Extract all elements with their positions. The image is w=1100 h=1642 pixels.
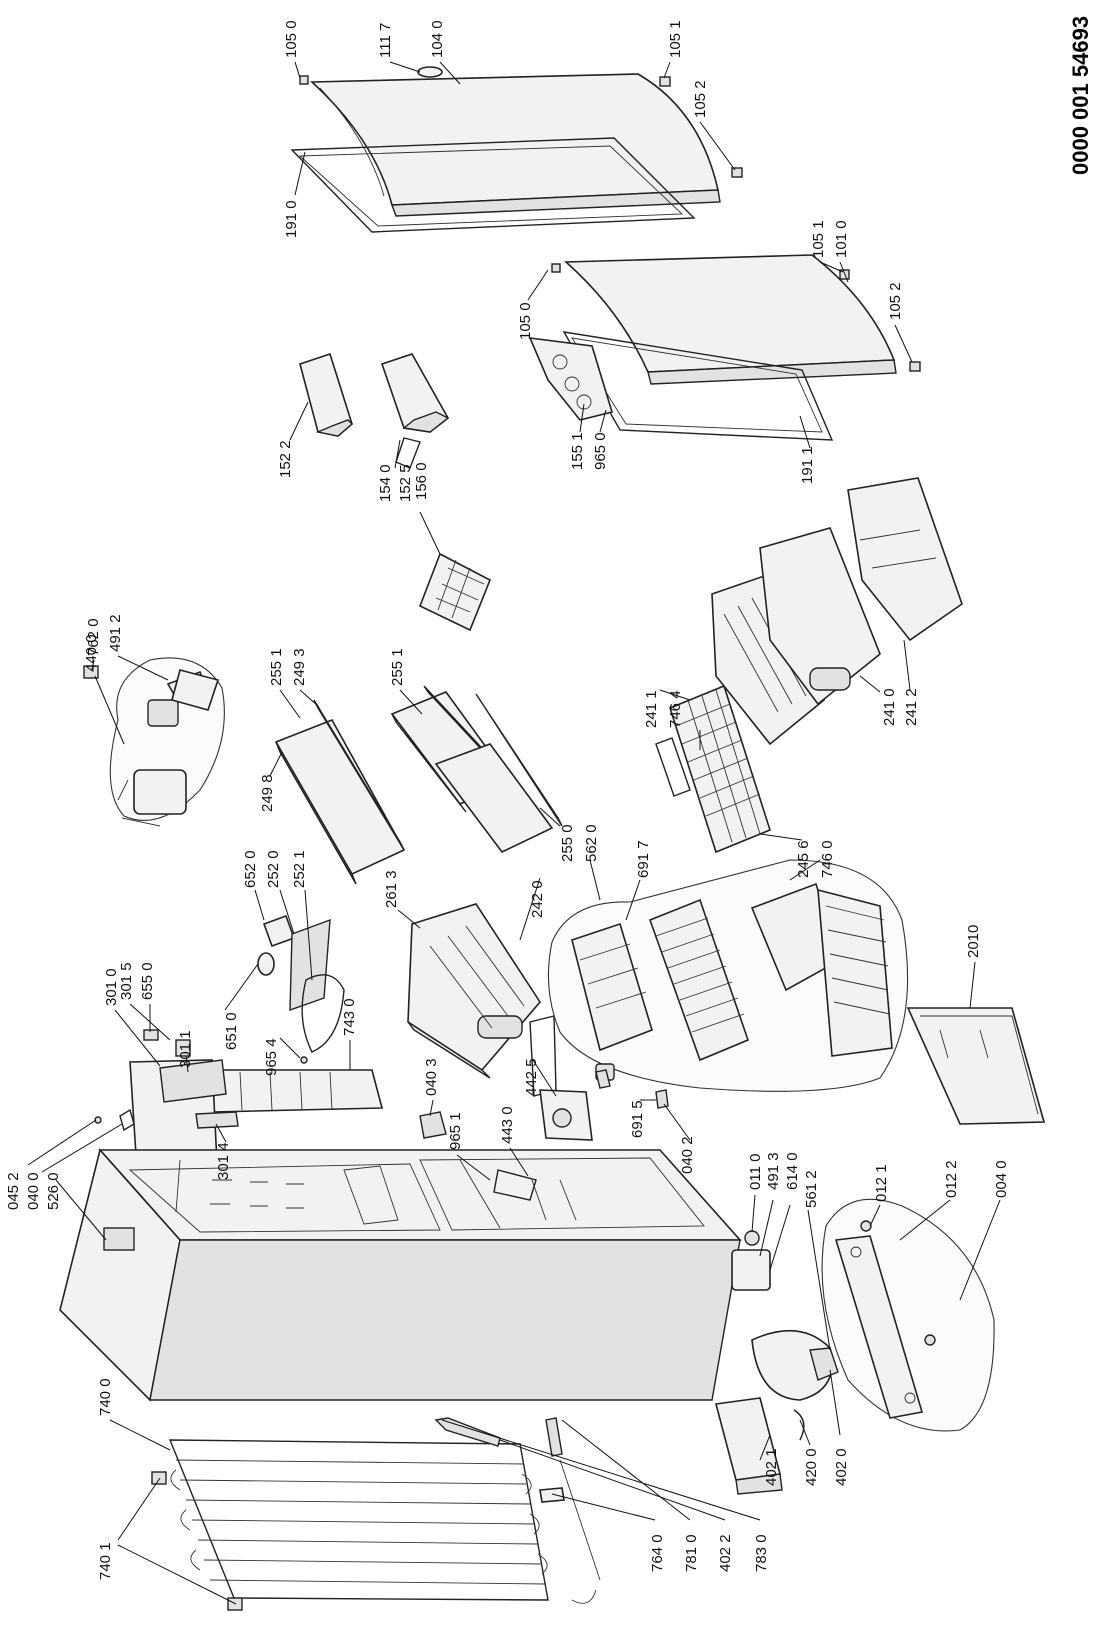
label-746-0: 746 0 xyxy=(819,840,836,878)
label-614-0: 614 0 xyxy=(784,1152,801,1190)
label-965-4: 965 4 xyxy=(263,1038,280,1076)
label-255-1-b: 255 1 xyxy=(389,648,406,686)
label-105-2-a: 105 2 xyxy=(692,80,709,118)
label-261-3: 261 3 xyxy=(383,870,400,908)
label-242-0: 242 0 xyxy=(529,880,546,918)
label-105-2-b: 105 2 xyxy=(887,282,904,320)
label-255-0: 255 0 xyxy=(559,824,576,862)
label-743-0: 743 0 xyxy=(341,998,358,1036)
label-965-0: 965 0 xyxy=(592,432,609,470)
label-762-0: 762 0 xyxy=(85,618,102,656)
label-012-2: 012 2 xyxy=(943,1160,960,1198)
base-plate-drawing xyxy=(821,1198,995,1432)
label-040-3: 040 3 xyxy=(423,1058,440,1096)
label-012-1: 012 1 xyxy=(873,1164,890,1202)
label-740-0: 740 0 xyxy=(97,1378,114,1416)
label-105-0-b: 105 0 xyxy=(517,302,534,340)
light-cover-drawing xyxy=(205,1069,384,1113)
label-783-0: 783 0 xyxy=(753,1534,770,1572)
freezer-door-drawing xyxy=(290,66,743,233)
label-249-8: 249 8 xyxy=(259,774,276,812)
door-balconies-drawing xyxy=(299,352,492,632)
condenser-drawing xyxy=(151,1417,601,1611)
label-651-0: 651 0 xyxy=(223,1012,240,1050)
cabinet-drawing xyxy=(59,1148,742,1402)
compressor-drawing xyxy=(714,1230,839,1495)
label-443-0: 443 0 xyxy=(499,1106,516,1144)
label-740-1: 740 1 xyxy=(97,1542,114,1580)
label-111-7: 111 7 xyxy=(377,23,394,58)
small-parts-drawing xyxy=(419,1069,669,1201)
label-241-2: 241 2 xyxy=(903,688,920,726)
label-191-1: 191 1 xyxy=(799,446,816,484)
label-562-0: 562 0 xyxy=(583,824,600,862)
label-105-1-b: 105 1 xyxy=(810,220,827,258)
label-004-0: 004 0 xyxy=(993,1160,1010,1198)
label-491-2: 491 2 xyxy=(107,614,124,652)
label-442-5: 442 5 xyxy=(523,1058,540,1096)
label-241-1: 241 1 xyxy=(643,690,660,728)
label-156-0: 156 0 xyxy=(413,462,430,500)
label-491-3: 491 3 xyxy=(765,1152,782,1190)
label-691-5: 691 5 xyxy=(629,1100,646,1138)
label-764-0: 764 0 xyxy=(649,1534,666,1572)
leader-lines xyxy=(27,61,1001,1605)
label-691-7: 691 7 xyxy=(635,840,652,878)
fan-assembly-drawing xyxy=(83,657,225,827)
label-420-0: 420 0 xyxy=(803,1448,820,1486)
document-number: 0000 001 54693 xyxy=(1068,16,1093,175)
label-011-0: 011 0 xyxy=(747,1154,764,1190)
label-440-0: 440 0 xyxy=(83,634,100,672)
label-2010: 2010 xyxy=(965,925,982,958)
label-301-0: 301 0 xyxy=(103,968,120,1006)
label-301-5: 301 5 xyxy=(118,962,135,1000)
label-655-0: 655 0 xyxy=(139,962,156,1000)
control-parts-drawing xyxy=(143,914,345,1064)
label-252-1: 252 1 xyxy=(291,850,308,888)
label-746-4: 746 4 xyxy=(667,690,684,728)
label-402-0: 402 0 xyxy=(833,1448,850,1486)
label-252-0: 252 0 xyxy=(265,850,282,888)
part-labels: 105 0 111 7 104 0 105 1 105 2 191 0 105 … xyxy=(5,20,1010,1580)
label-040-0: 040 0 xyxy=(25,1172,42,1210)
label-155-1: 155 1 xyxy=(569,432,586,470)
label-045-2: 045 2 xyxy=(5,1172,22,1210)
label-105-0-a: 105 0 xyxy=(283,20,300,58)
fridge-door-drawing xyxy=(528,254,921,441)
label-526-0: 526 0 xyxy=(45,1172,62,1210)
label-249-3: 249 3 xyxy=(291,648,308,686)
wire-shelf-drawing xyxy=(655,684,771,854)
glass-shelves-drawing xyxy=(274,685,563,885)
label-104-0: 104 0 xyxy=(429,20,446,58)
label-191-0: 191 0 xyxy=(283,200,300,238)
freezer-drawers-drawing xyxy=(711,477,963,746)
label-965-1: 965 1 xyxy=(447,1112,464,1150)
label-301-4: 301 4 xyxy=(215,1142,232,1180)
label-154-0: 154 0 xyxy=(377,464,394,502)
label-245-6: 245 6 xyxy=(795,840,812,878)
label-101-0: 101 0 xyxy=(833,220,850,258)
label-402-1: 402 1 xyxy=(763,1448,780,1486)
crisper-drawer-drawing xyxy=(407,903,557,1097)
label-152-2: 152 2 xyxy=(277,440,294,478)
label-255-1-a: 255 1 xyxy=(268,648,285,686)
label-241-0: 241 0 xyxy=(881,688,898,726)
evaporator-assembly-drawing xyxy=(547,859,909,1092)
label-040-2: 040 2 xyxy=(679,1136,696,1174)
rear-cover-drawing xyxy=(906,1007,1046,1125)
label-781-0: 781 0 xyxy=(683,1534,700,1572)
label-652-0: 652 0 xyxy=(242,850,259,888)
label-152-5: 152 5 xyxy=(397,464,414,502)
label-561-2: 561 2 xyxy=(803,1170,820,1208)
label-105-1-a: 105 1 xyxy=(667,20,684,58)
label-301-1: 301 1 xyxy=(177,1030,194,1068)
label-402-2: 402 2 xyxy=(717,1534,734,1572)
